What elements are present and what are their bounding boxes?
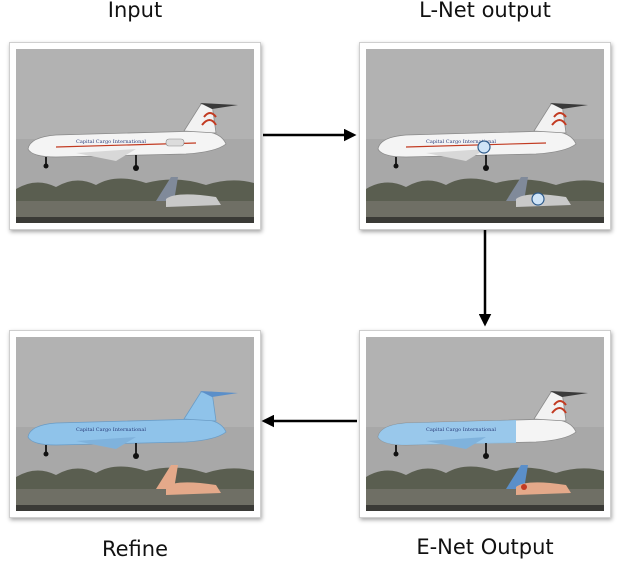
enet-output-photo: Capital Cargo International <box>366 337 604 511</box>
localization-marker <box>531 192 545 206</box>
localization-marker <box>477 140 491 154</box>
lnet-output-image-panel: Capital Cargo International <box>359 42 611 230</box>
enet-output-image-panel: Capital Cargo International <box>359 330 611 518</box>
lnet-output-label: L-Net output <box>419 0 551 22</box>
refine-image-panel: Capital Cargo International <box>9 330 261 518</box>
lnet-output-photo: Capital Cargo International <box>366 49 604 223</box>
refine-photo: Capital Cargo International <box>16 337 254 511</box>
input-photo: Capital Cargo International <box>16 49 254 223</box>
svg-text:Capital Cargo International: Capital Cargo International <box>76 427 146 433</box>
refine-label: Refine <box>101 537 169 561</box>
svg-text:Capital Cargo International: Capital Cargo International <box>76 139 146 145</box>
input-image-panel: Capital Cargo International <box>9 42 261 230</box>
input-label: Input <box>107 0 163 22</box>
svg-text:Capital Cargo International: Capital Cargo International <box>426 139 496 145</box>
svg-text:Capital Cargo International: Capital Cargo International <box>426 427 496 433</box>
enet-output-label: E-Net Output <box>416 535 554 559</box>
